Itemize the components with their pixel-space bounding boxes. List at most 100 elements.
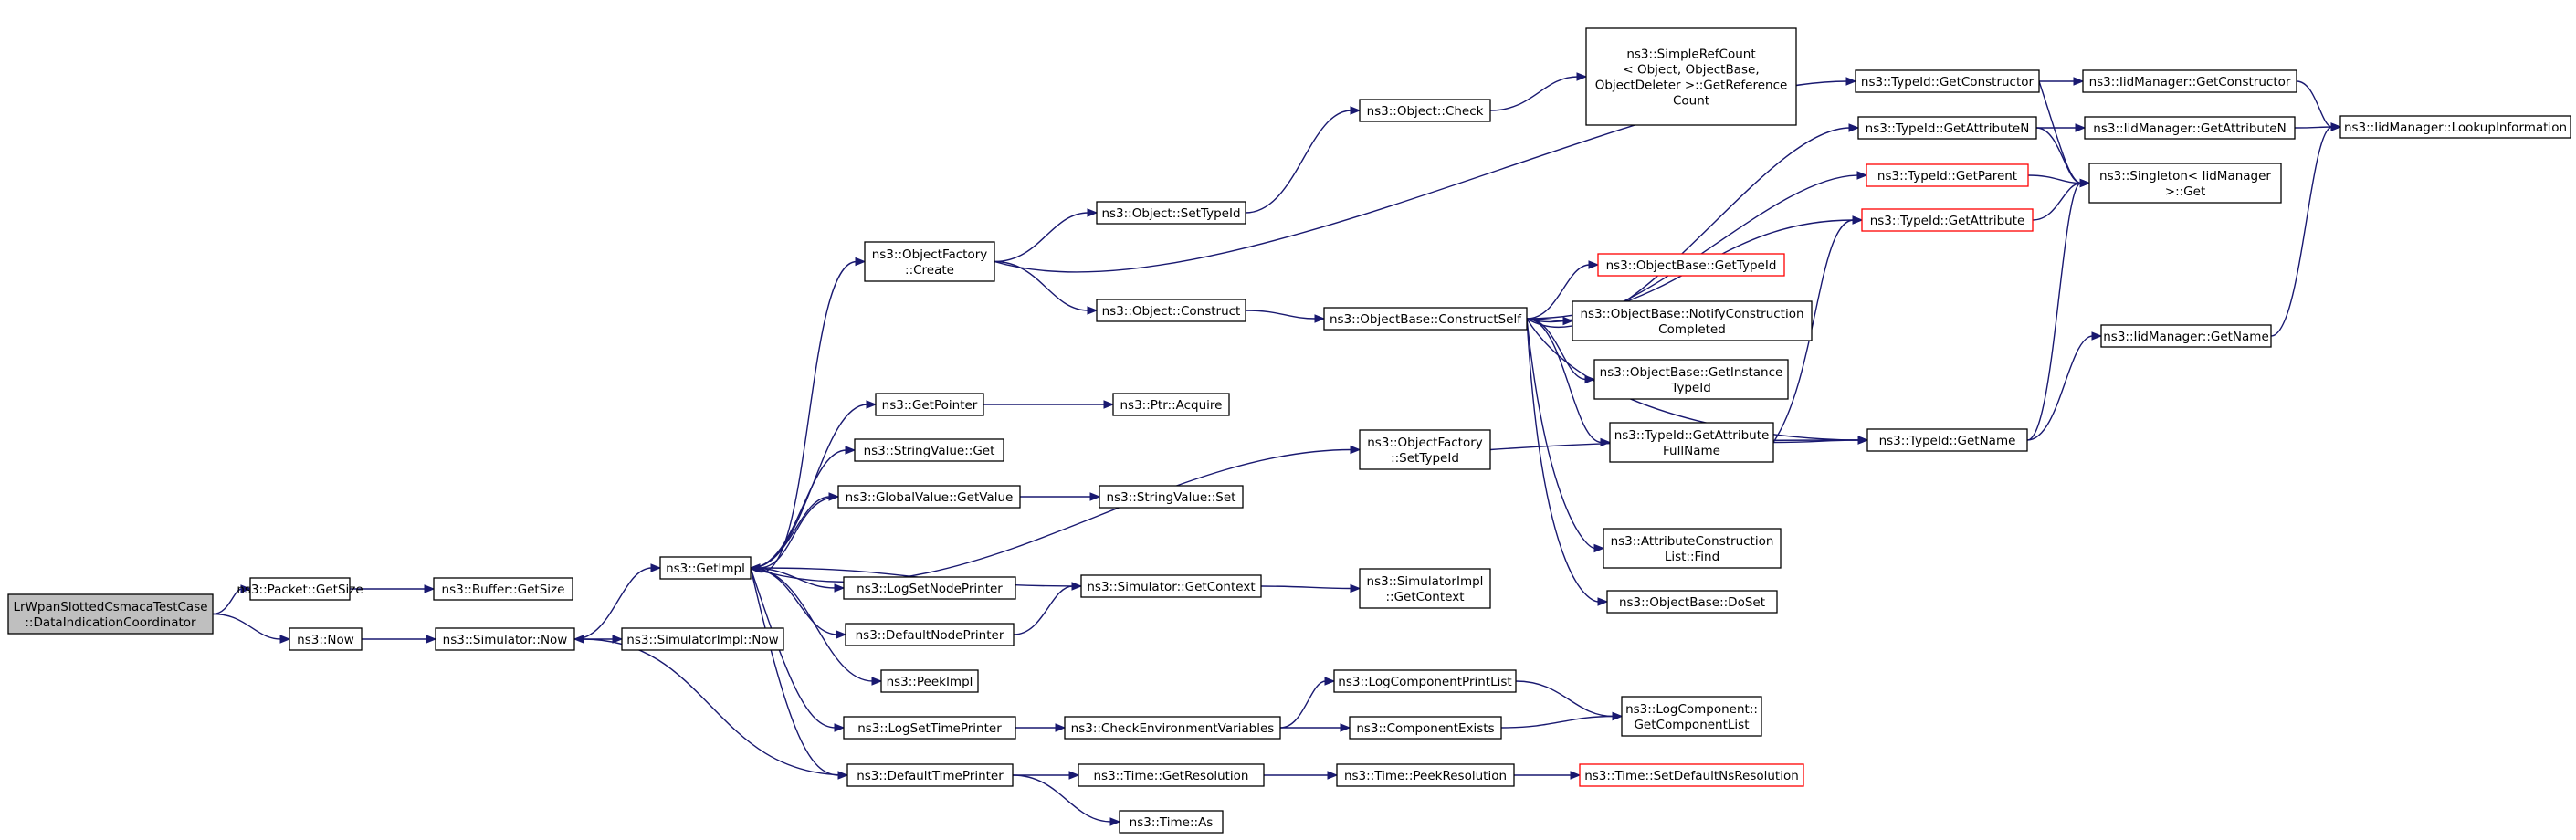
node-box-typeid-getattribute[interactable] [1861, 208, 2034, 232]
node-iidmanager-getname[interactable]: ns3::IidManager::GetName [2100, 324, 2272, 348]
node-logsettimeprinter[interactable]: ns3::LogSetTimePrinter [843, 716, 1016, 740]
node-box-buffer-getsize[interactable] [433, 577, 573, 601]
node-box-defaulttimeprinter[interactable] [846, 763, 1014, 787]
node-logsetnodeprinter[interactable]: ns3::LogSetNodePrinter [843, 576, 1016, 600]
node-iidmanager-getattributen[interactable]: ns3::IidManager::GetAttributeN [2084, 116, 2296, 140]
node-box-objectbase-notify[interactable] [1572, 300, 1813, 341]
node-singleton-get[interactable]: ns3::Singleton< IidManager >::Get [2088, 163, 2282, 204]
node-box-object-settypeid[interactable] [1096, 201, 1246, 225]
node-box-logsettimeprinter[interactable] [843, 716, 1016, 740]
node-typeid-getparent[interactable]: ns3::TypeId::GetParent [1866, 163, 2029, 187]
node-box-object-construct[interactable] [1096, 299, 1246, 322]
node-time-peekresolution[interactable]: ns3::Time::PeekResolution [1336, 763, 1515, 787]
node-box-sim-now[interactable] [435, 627, 575, 651]
node-objectbase-doset[interactable]: ns3::ObjectBase::DoSet [1606, 590, 1778, 614]
node-box-simimpl-now[interactable] [621, 627, 784, 651]
node-objfactory-settypeid[interactable]: ns3::ObjectFactory::SetTypeId [1359, 429, 1491, 470]
node-box-iidmanager-lookupinformation[interactable] [2339, 115, 2571, 139]
node-box-logcomponent-getcomponentlist[interactable] [1621, 696, 1762, 737]
node-ptr-acquire[interactable]: ns3::Ptr::Acquire [1112, 393, 1230, 416]
node-box-getimpl[interactable] [659, 556, 752, 580]
node-box-time-peekresolution[interactable] [1336, 763, 1515, 787]
node-objfactory-create[interactable]: ns3::ObjectFactory::Create [864, 241, 995, 282]
node-box-iidmanager-getconstructor[interactable] [2082, 69, 2297, 93]
node-defaultnodeprinter[interactable]: ns3::DefaultNodePrinter [845, 623, 1015, 646]
node-box-objectbase-gettypeid[interactable] [1597, 253, 1785, 277]
node-box-root[interactable] [7, 593, 214, 635]
node-box-logsetnodeprinter[interactable] [843, 576, 1016, 600]
node-box-logcomponentprintlist[interactable] [1333, 669, 1517, 693]
node-box-objectbase-doset[interactable] [1606, 590, 1778, 614]
node-box-objfactory-settypeid[interactable] [1359, 429, 1491, 470]
node-now[interactable]: ns3::Now [289, 627, 363, 651]
node-packet-getsize[interactable]: ns3::Packet::GetSize [237, 577, 363, 601]
node-box-singleton-get[interactable] [2088, 163, 2282, 204]
node-box-simimpl-getcontext[interactable] [1359, 568, 1491, 609]
node-box-object-check[interactable] [1359, 99, 1491, 122]
node-box-time-setdefaultnsresolution[interactable] [1579, 763, 1804, 787]
node-object-settypeid[interactable]: ns3::Object::SetTypeId [1096, 201, 1246, 225]
node-box-time-getresolution[interactable] [1078, 763, 1265, 787]
node-typeid-getattributen[interactable]: ns3::TypeId::GetAttributeN [1857, 116, 2037, 140]
node-getpointer[interactable]: ns3::GetPointer [875, 393, 984, 416]
node-objectbase-notify[interactable]: ns3::ObjectBase::NotifyConstructionCompl… [1572, 300, 1813, 341]
node-typeid-getconstructor[interactable]: ns3::TypeId::GetConstructor [1855, 69, 2040, 93]
node-stringvalue-set[interactable]: ns3::StringValue::Set [1099, 485, 1244, 509]
node-box-typeid-getparent[interactable] [1866, 163, 2029, 187]
node-box-peekimpl[interactable] [880, 669, 979, 693]
node-sim-getcontext[interactable]: ns3::Simulator::GetContext [1080, 574, 1262, 598]
node-box-stringvalue-set[interactable] [1099, 485, 1244, 509]
node-box-getpointer[interactable] [875, 393, 984, 416]
node-defaulttimeprinter[interactable]: ns3::DefaultTimePrinter [846, 763, 1014, 787]
node-logcomponentprintlist[interactable]: ns3::LogComponentPrintList [1333, 669, 1517, 693]
node-box-typeid-getattributefullname[interactable] [1609, 422, 1774, 463]
node-box-objectbase-constructself[interactable] [1323, 307, 1528, 331]
node-object-construct[interactable]: ns3::Object::Construct [1096, 299, 1246, 322]
node-box-iidmanager-getattributen[interactable] [2084, 116, 2296, 140]
node-box-checkenv[interactable] [1064, 716, 1281, 740]
node-simplerefcount[interactable]: ns3::SimpleRefCount< Object, ObjectBase,… [1585, 27, 1797, 126]
node-box-objectbase-getinstancetypeid[interactable] [1593, 359, 1789, 400]
node-box-time-as[interactable] [1119, 810, 1224, 834]
node-iidmanager-getconstructor[interactable]: ns3::IidManager::GetConstructor [2082, 69, 2297, 93]
node-box-defaultnodeprinter[interactable] [845, 623, 1015, 646]
node-stringvalue-get[interactable]: ns3::StringValue::Get [854, 438, 1004, 462]
node-time-getresolution[interactable]: ns3::Time::GetResolution [1078, 763, 1265, 787]
node-box-typeid-getconstructor[interactable] [1855, 69, 2040, 93]
node-objectbase-gettypeid[interactable]: ns3::ObjectBase::GetTypeId [1597, 253, 1785, 277]
node-root[interactable]: LrWpanSlottedCsmacaTestCase::DataIndicat… [7, 593, 214, 635]
node-objectbase-constructself[interactable]: ns3::ObjectBase::ConstructSelf [1323, 307, 1528, 331]
node-box-attrconstructionlist-find[interactable] [1603, 528, 1782, 569]
node-typeid-getname[interactable]: ns3::TypeId::GetName [1866, 428, 2028, 452]
node-time-setdefaultnsresolution[interactable]: ns3::Time::SetDefaultNsResolution [1579, 763, 1804, 787]
node-typeid-getattribute[interactable]: ns3::TypeId::GetAttribute [1861, 208, 2034, 232]
node-box-iidmanager-getname[interactable] [2100, 324, 2272, 348]
node-globalvalue-getvalue[interactable]: ns3::GlobalValue::GetValue [837, 485, 1021, 509]
node-box-ptr-acquire[interactable] [1112, 393, 1230, 416]
node-box-objfactory-create[interactable] [864, 241, 995, 282]
node-simimpl-now[interactable]: ns3::SimulatorImpl::Now [621, 627, 784, 651]
node-buffer-getsize[interactable]: ns3::Buffer::GetSize [433, 577, 573, 601]
node-simimpl-getcontext[interactable]: ns3::SimulatorImpl::GetContext [1359, 568, 1491, 609]
node-logcomponent-getcomponentlist[interactable]: ns3::LogComponent::GetComponentList [1621, 696, 1762, 737]
node-time-as[interactable]: ns3::Time::As [1119, 810, 1224, 834]
node-box-simplerefcount[interactable] [1585, 27, 1797, 126]
node-getimpl[interactable]: ns3::GetImpl [659, 556, 752, 580]
node-box-typeid-getattributen[interactable] [1857, 116, 2037, 140]
node-iidmanager-lookupinformation[interactable]: ns3::IidManager::LookupInformation [2339, 115, 2571, 139]
node-box-sim-getcontext[interactable] [1080, 574, 1262, 598]
node-object-check[interactable]: ns3::Object::Check [1359, 99, 1491, 122]
node-box-stringvalue-get[interactable] [854, 438, 1004, 462]
node-box-packet-getsize[interactable] [249, 577, 351, 601]
node-box-typeid-getname[interactable] [1866, 428, 2028, 452]
node-peekimpl[interactable]: ns3::PeekImpl [880, 669, 979, 693]
node-box-globalvalue-getvalue[interactable] [837, 485, 1021, 509]
node-checkenv[interactable]: ns3::CheckEnvironmentVariables [1064, 716, 1281, 740]
node-box-componentexists[interactable] [1349, 716, 1502, 740]
node-componentexists[interactable]: ns3::ComponentExists [1349, 716, 1502, 740]
node-box-now[interactable] [289, 627, 363, 651]
node-sim-now[interactable]: ns3::Simulator::Now [435, 627, 575, 651]
